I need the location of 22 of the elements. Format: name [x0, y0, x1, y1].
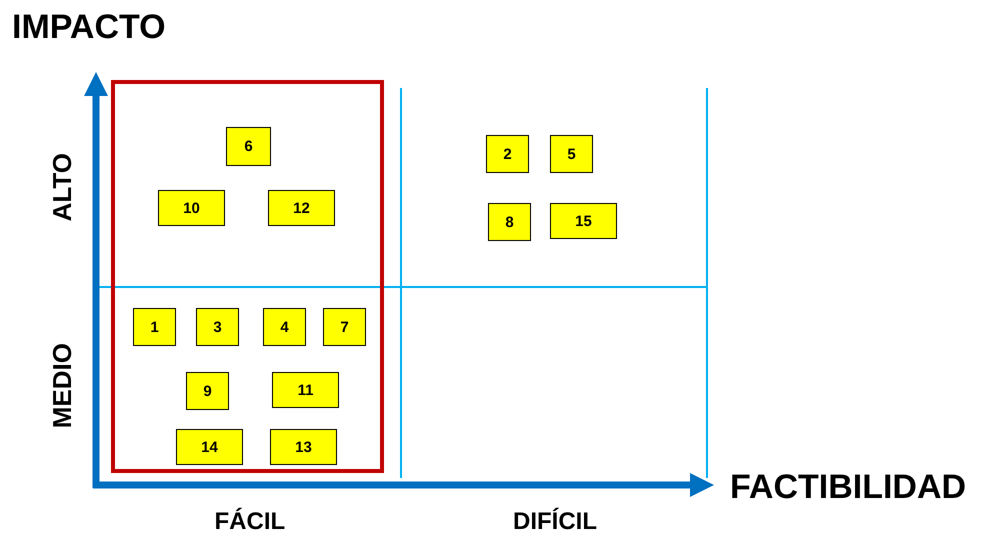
numbered-sticky-note: 14 [176, 429, 243, 465]
numbered-sticky-note: 4 [263, 308, 306, 346]
axis-title: IMPACTO [12, 8, 166, 47]
row-label: MEDIO [46, 342, 78, 428]
numbered-sticky-note: 3 [196, 308, 239, 346]
numbered-sticky-note: 13 [270, 429, 337, 465]
numbered-sticky-note: 6 [226, 127, 271, 166]
row-label: ALTO [46, 153, 78, 222]
numbered-sticky-note: 12 [268, 190, 335, 226]
numbered-sticky-note: 10 [158, 190, 225, 226]
numbered-sticky-note: 1 [133, 308, 176, 346]
axis-title: FACTIBILIDAD [730, 468, 966, 507]
column-label: FÁCIL [214, 508, 286, 536]
column-label: DIFÍCIL [513, 508, 597, 536]
highlight-frame [111, 80, 384, 473]
numbered-sticky-note: 5 [550, 135, 593, 173]
numbered-sticky-note: 9 [186, 372, 229, 410]
numbered-sticky-note: 8 [488, 203, 531, 241]
numbered-sticky-note: 11 [272, 372, 339, 408]
numbered-sticky-note: 2 [486, 135, 529, 173]
numbered-sticky-note: 15 [550, 203, 617, 239]
numbered-sticky-note: 7 [323, 308, 366, 346]
